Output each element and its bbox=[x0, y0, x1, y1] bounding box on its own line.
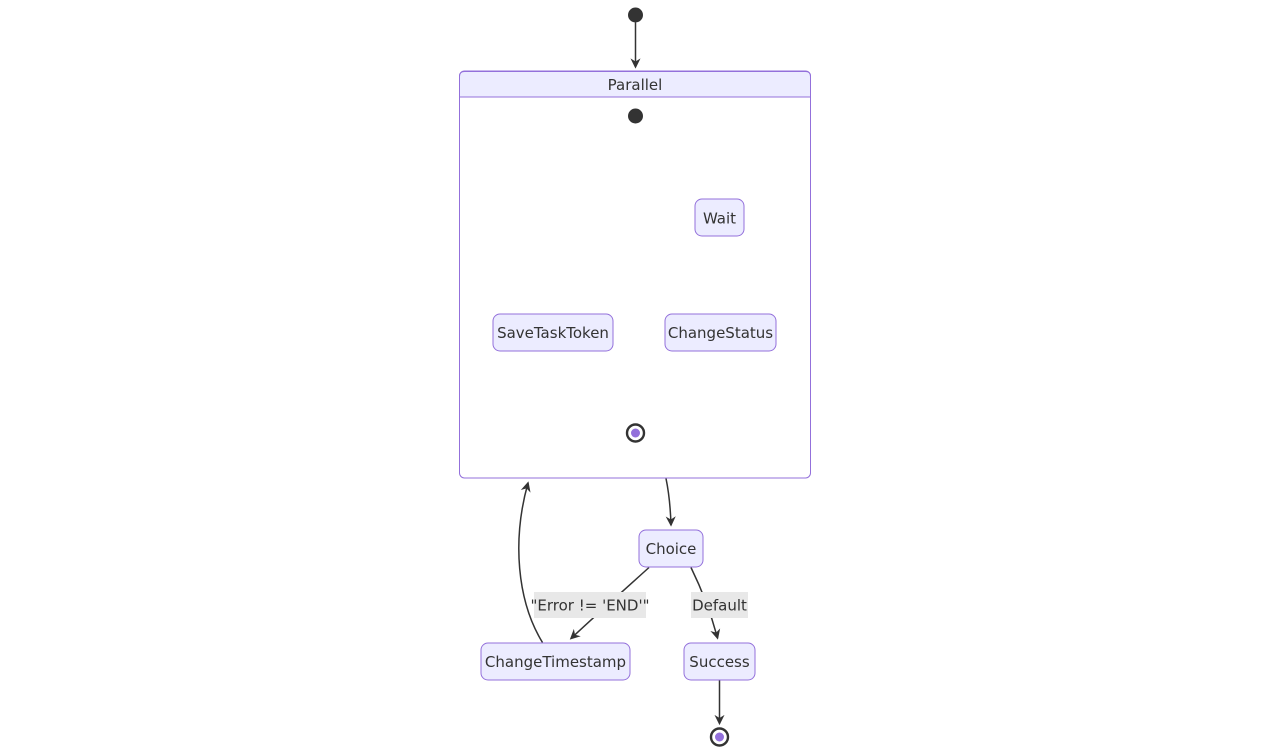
join-state-icon bbox=[625, 423, 646, 443]
default-label: Default bbox=[692, 597, 747, 615]
node-choice: Choice bbox=[638, 529, 704, 568]
success-label: Success bbox=[689, 653, 750, 671]
edge-changetimestamp-to-parallel bbox=[518, 481, 544, 643]
fork-state-icon bbox=[628, 108, 643, 124]
node-savetasktoken: SaveTaskToken bbox=[492, 313, 614, 352]
node-success: Success bbox=[683, 642, 756, 681]
choice-label: Choice bbox=[646, 540, 697, 558]
parallel-title-bar bbox=[459, 71, 811, 98]
changetimestamp-box bbox=[480, 642, 631, 681]
wait-label: Wait bbox=[703, 210, 736, 228]
start-state-icon bbox=[628, 7, 643, 23]
node-changetimestamp: ChangeTimestamp bbox=[480, 642, 631, 681]
success-box bbox=[683, 642, 756, 681]
final-state-icon bbox=[709, 727, 730, 747]
default-label-bg bbox=[691, 592, 748, 618]
parallel-composite-state: Parallel bbox=[459, 70, 811, 479]
choice-box bbox=[638, 529, 704, 568]
parallel-title-label: Parallel bbox=[608, 76, 663, 94]
savetasktoken-box bbox=[492, 313, 614, 352]
changestatus-box bbox=[664, 313, 777, 352]
savetasktoken-label: SaveTaskToken bbox=[497, 324, 609, 342]
edge-label-default: Default bbox=[691, 592, 748, 618]
edge-parallel-to-choice bbox=[665, 478, 676, 527]
node-wait: Wait bbox=[694, 198, 745, 237]
changestatus-label: ChangeStatus bbox=[668, 324, 773, 342]
wait-box bbox=[694, 198, 745, 237]
changetimestamp-label: ChangeTimestamp bbox=[485, 653, 626, 671]
error-condition-label-bg bbox=[534, 592, 646, 618]
parallel-body-box bbox=[459, 70, 811, 479]
node-changestatus: ChangeStatus bbox=[664, 313, 777, 352]
error-condition-label: "Error != 'END'" bbox=[531, 597, 650, 615]
edge-label-error-condition: "Error != 'END'" bbox=[531, 592, 650, 618]
